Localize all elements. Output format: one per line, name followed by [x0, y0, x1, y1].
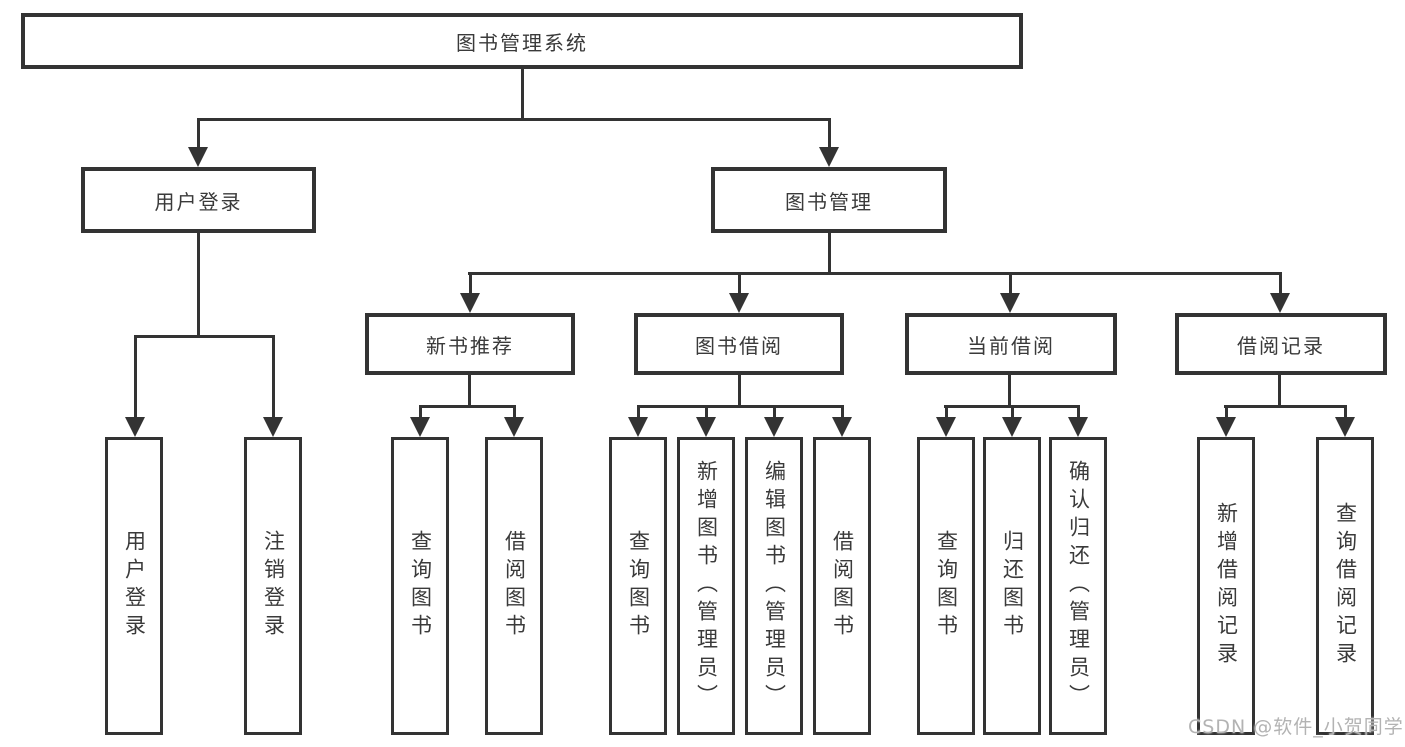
- leaf-records-query-record-label: 查询借阅记录: [1333, 502, 1358, 670]
- node-new-book-recommend-label: 新书推荐: [426, 333, 514, 358]
- node-book-borrow-label: 图书借阅: [695, 333, 783, 358]
- connector-arrow-current-borrow-head: [1000, 293, 1020, 313]
- connector-level2-hline: [197, 118, 831, 121]
- connector-book-borrow-hline: [637, 405, 844, 408]
- leaf-current-query-books-label: 查询图书: [934, 530, 959, 642]
- connector-arrow-user-login-shaft: [197, 118, 200, 149]
- connector-level3-hline: [468, 272, 1281, 275]
- connector-borrow-records-hline: [1224, 405, 1347, 408]
- leaf-user-login-label: 用户登录: [122, 530, 147, 642]
- connector-arrow-bb-edit-head: [764, 417, 784, 437]
- connector-arrow-bb-query-head: [628, 417, 648, 437]
- connector-book-mgmt-stub: [828, 233, 831, 275]
- connector-arrow-book-mgmt-shaft: [828, 118, 831, 149]
- leaf-current-query-books: 查询图书: [917, 437, 975, 735]
- connector-arrow-bb-borrow-shaft: [841, 405, 844, 419]
- connector-arrow-cb-confirm-shaft: [1077, 405, 1080, 419]
- connector-arrow-leaf-user-login-head: [125, 417, 145, 437]
- connector-current-borrow-stub: [1008, 375, 1011, 408]
- connector-book-borrow-stub: [738, 375, 741, 408]
- leaf-logout-login: 注销登录: [244, 437, 302, 735]
- connector-arrow-rec-add-shaft: [1225, 405, 1228, 419]
- leaf-newbook-query-books: 查询图书: [391, 437, 449, 735]
- connector-arrow-cb-query-shaft: [945, 405, 948, 419]
- node-user-login-label: 用户登录: [154, 189, 243, 214]
- connector-arrow-new-book-head: [460, 293, 480, 313]
- connector-arrow-new-book-shaft: [469, 272, 472, 297]
- connector-arrow-borrow-records-head: [1270, 293, 1290, 313]
- connector-arrow-leaf-user-login-shaft: [134, 335, 137, 419]
- leaf-newbook-borrow-books-label: 借阅图书: [502, 530, 527, 642]
- connector-arrow-nb-query-head: [410, 417, 430, 437]
- connector-arrow-current-borrow-shaft: [1009, 272, 1012, 297]
- leaf-current-confirm-return-admin-label: 确认归还（管理员）: [1066, 460, 1091, 712]
- node-user-login: 用户登录: [81, 167, 316, 233]
- leaf-user-login: 用户登录: [105, 437, 163, 735]
- connector-arrow-cb-confirm-head: [1068, 417, 1088, 437]
- node-root-library-management-system: 图书管理系统: [21, 13, 1023, 69]
- connector-arrow-book-borrow-shaft: [738, 272, 741, 297]
- connector-arrow-nb-query-shaft: [419, 405, 422, 419]
- connector-arrow-cb-return-head: [1002, 417, 1022, 437]
- connector-arrow-bb-add-shaft: [705, 405, 708, 419]
- leaf-records-add-record-label: 新增借阅记录: [1214, 502, 1239, 670]
- connector-arrow-user-login-head: [188, 147, 208, 167]
- connector-arrow-rec-query-head: [1335, 417, 1355, 437]
- leaf-newbook-borrow-books: 借阅图书: [485, 437, 543, 735]
- connector-user-login-stub: [197, 233, 200, 337]
- connector-arrow-nb-borrow-head: [504, 417, 524, 437]
- node-book-management-label: 图书管理: [785, 189, 873, 214]
- connector-arrow-rec-query-shaft: [1344, 405, 1347, 419]
- leaf-borrow-edit-books-admin-label: 编辑图书（管理员）: [762, 460, 787, 712]
- leaf-borrow-query-books-label: 查询图书: [626, 530, 651, 642]
- node-borrow-records-label: 借阅记录: [1237, 333, 1325, 358]
- connector-arrow-borrow-records-shaft: [1279, 272, 1282, 297]
- leaf-current-return-books: 归还图书: [983, 437, 1041, 735]
- leaf-newbook-query-books-label: 查询图书: [408, 530, 433, 642]
- leaf-borrow-borrow-books-label: 借阅图书: [830, 530, 855, 642]
- node-book-management: 图书管理: [711, 167, 947, 233]
- leaf-logout-login-label: 注销登录: [261, 530, 286, 642]
- node-borrow-records: 借阅记录: [1175, 313, 1387, 375]
- connector-arrow-bb-query-shaft: [637, 405, 640, 419]
- leaf-borrow-add-books-admin: 新增图书（管理员）: [677, 437, 735, 735]
- connector-arrow-leaf-logout-head: [263, 417, 283, 437]
- connector-arrow-book-borrow-head: [729, 293, 749, 313]
- node-current-borrow-label: 当前借阅: [967, 333, 1055, 358]
- leaf-borrow-add-books-admin-label: 新增图书（管理员）: [694, 460, 719, 712]
- leaf-records-query-record: 查询借阅记录: [1316, 437, 1374, 735]
- leaf-current-return-books-label: 归还图书: [1000, 530, 1025, 642]
- connector-root-stub: [521, 69, 524, 119]
- connector-new-book-stub: [468, 375, 471, 408]
- node-book-borrow: 图书借阅: [634, 313, 844, 375]
- node-new-book-recommend: 新书推荐: [365, 313, 575, 375]
- node-root-label: 图书管理系统: [456, 30, 588, 55]
- leaf-borrow-borrow-books: 借阅图书: [813, 437, 871, 735]
- connector-arrow-bb-borrow-head: [832, 417, 852, 437]
- connector-arrow-rec-add-head: [1216, 417, 1236, 437]
- connector-arrow-leaf-logout-shaft: [272, 335, 275, 419]
- connector-arrow-bb-add-head: [696, 417, 716, 437]
- connector-arrow-cb-query-head: [936, 417, 956, 437]
- connector-arrow-book-mgmt-head: [819, 147, 839, 167]
- connector-user-login-hline: [134, 335, 275, 338]
- csdn-watermark: CSDN @软件_小贺同学: [1188, 716, 1404, 738]
- leaf-current-confirm-return-admin: 确认归还（管理员）: [1049, 437, 1107, 735]
- connector-arrow-cb-return-shaft: [1011, 405, 1014, 419]
- leaf-records-add-record: 新增借阅记录: [1197, 437, 1255, 735]
- leaf-borrow-query-books: 查询图书: [609, 437, 667, 735]
- node-current-borrow: 当前借阅: [905, 313, 1117, 375]
- connector-arrow-nb-borrow-shaft: [513, 405, 516, 419]
- connector-new-book-hline: [419, 405, 516, 408]
- leaf-borrow-edit-books-admin: 编辑图书（管理员）: [745, 437, 803, 735]
- connector-borrow-records-stub: [1278, 375, 1281, 408]
- connector-arrow-bb-edit-shaft: [773, 405, 776, 419]
